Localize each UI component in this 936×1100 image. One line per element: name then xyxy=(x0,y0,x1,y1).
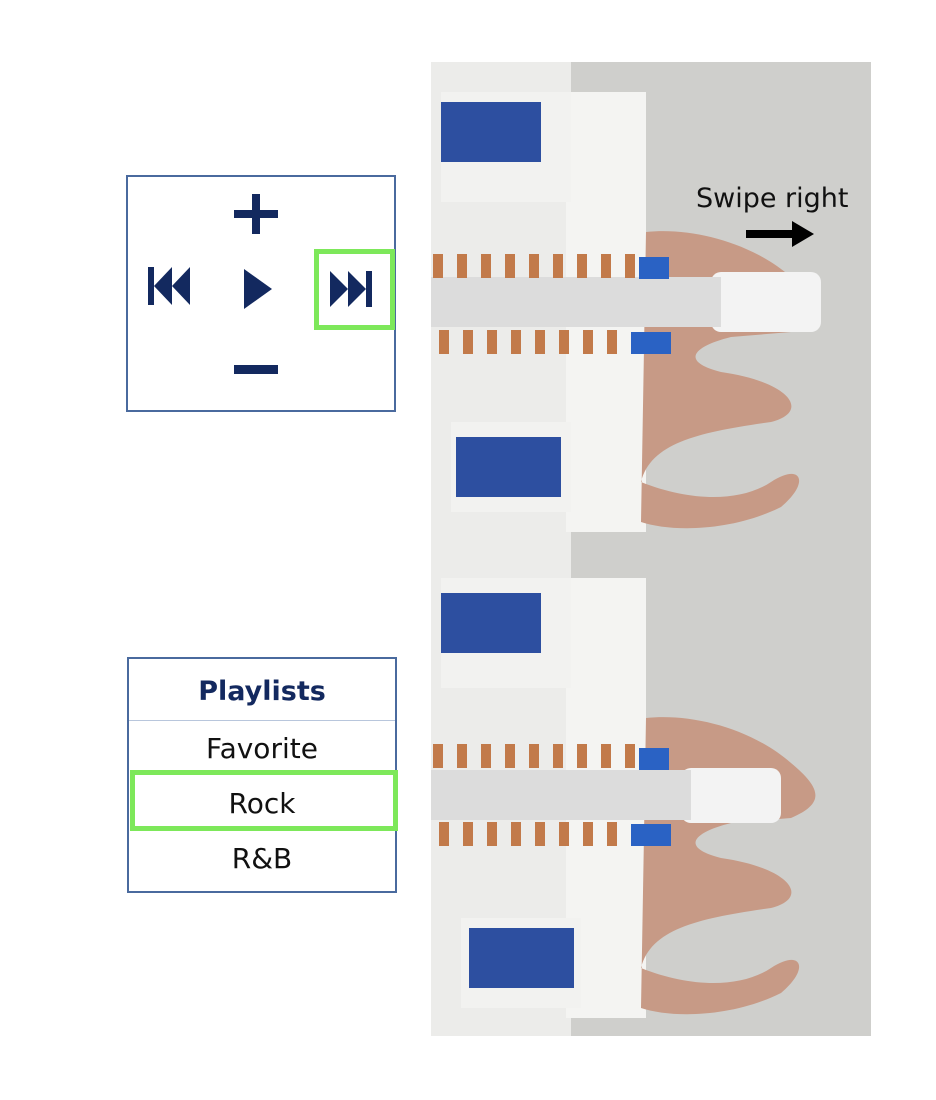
playlist-item-favorite[interactable]: Favorite xyxy=(206,732,318,765)
next-track-highlight xyxy=(314,249,395,330)
media-control-panel xyxy=(126,175,396,412)
playlist-selection-highlight xyxy=(130,770,398,831)
playlist-title: Playlists xyxy=(129,659,395,721)
playlist-item-rock[interactable]: Rock xyxy=(228,787,296,820)
playlist-item-rnb[interactable]: R&B xyxy=(231,842,293,875)
skip-forward-icon[interactable] xyxy=(330,271,372,307)
arrow-right-icon xyxy=(746,221,814,247)
playlist-panel: Playlists Favorite Rock R&B xyxy=(127,657,397,893)
minus-icon[interactable] xyxy=(234,365,278,374)
play-icon[interactable] xyxy=(244,269,272,309)
ring-sensor-photo-bottom xyxy=(431,548,871,1036)
plus-icon[interactable] xyxy=(234,194,278,234)
ring-sensor-photo-top xyxy=(431,62,871,548)
swipe-right-label: Swipe right xyxy=(696,183,849,214)
skip-back-icon[interactable] xyxy=(148,267,192,305)
